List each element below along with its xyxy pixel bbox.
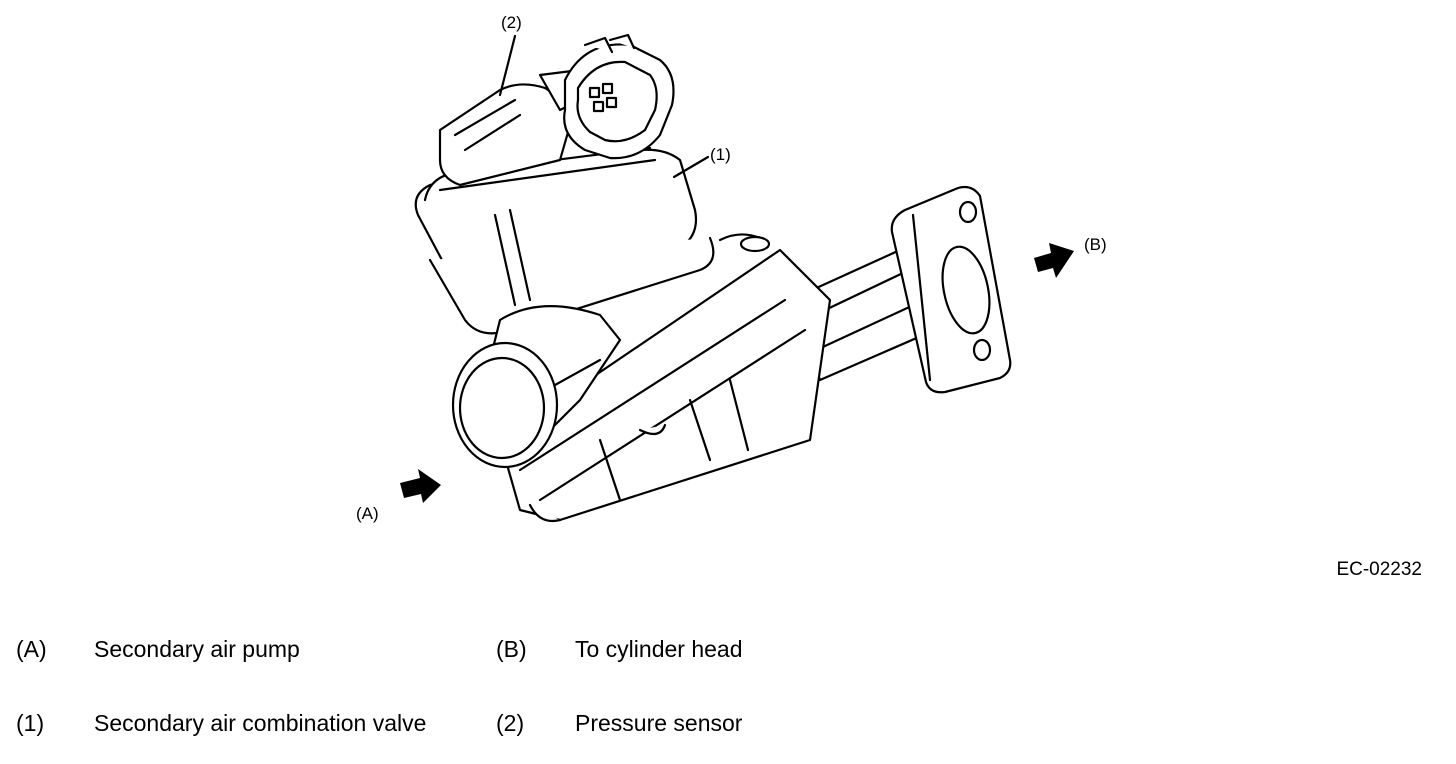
leader-line-sensor: [498, 34, 517, 97]
legend-key: (1): [16, 710, 45, 736]
callout-inlet: (A): [356, 504, 379, 523]
inlet-port: [451, 305, 622, 469]
valve-body: [414, 146, 771, 335]
callout-valve: (1): [710, 145, 731, 164]
callout-sensor: (2): [501, 13, 522, 32]
inlet-arrow: [400, 469, 441, 503]
figure-code: EC-02232: [1336, 559, 1422, 580]
legend-key: (B): [496, 636, 527, 662]
legend-desc: Secondary air pump: [94, 636, 300, 662]
legend-key: (2): [496, 710, 525, 736]
connector-housing: [438, 33, 675, 187]
outlet-flange: [890, 185, 1012, 394]
legend-desc: Secondary air combination valve: [94, 710, 427, 736]
legend-key: (A): [16, 636, 47, 662]
legend: (A) Secondary air pump (B) To cylinder h…: [0, 620, 1456, 760]
valve-base: [498, 248, 832, 523]
leader-line-valve: [672, 155, 710, 179]
outlet-arrow: [1034, 243, 1074, 278]
legend-desc: Pressure sensor: [575, 710, 743, 736]
callout-outlet: (B): [1084, 235, 1107, 254]
valve-diagram: (1) (2) (A) (B): [356, 13, 1107, 523]
legend-desc: To cylinder head: [575, 636, 743, 662]
